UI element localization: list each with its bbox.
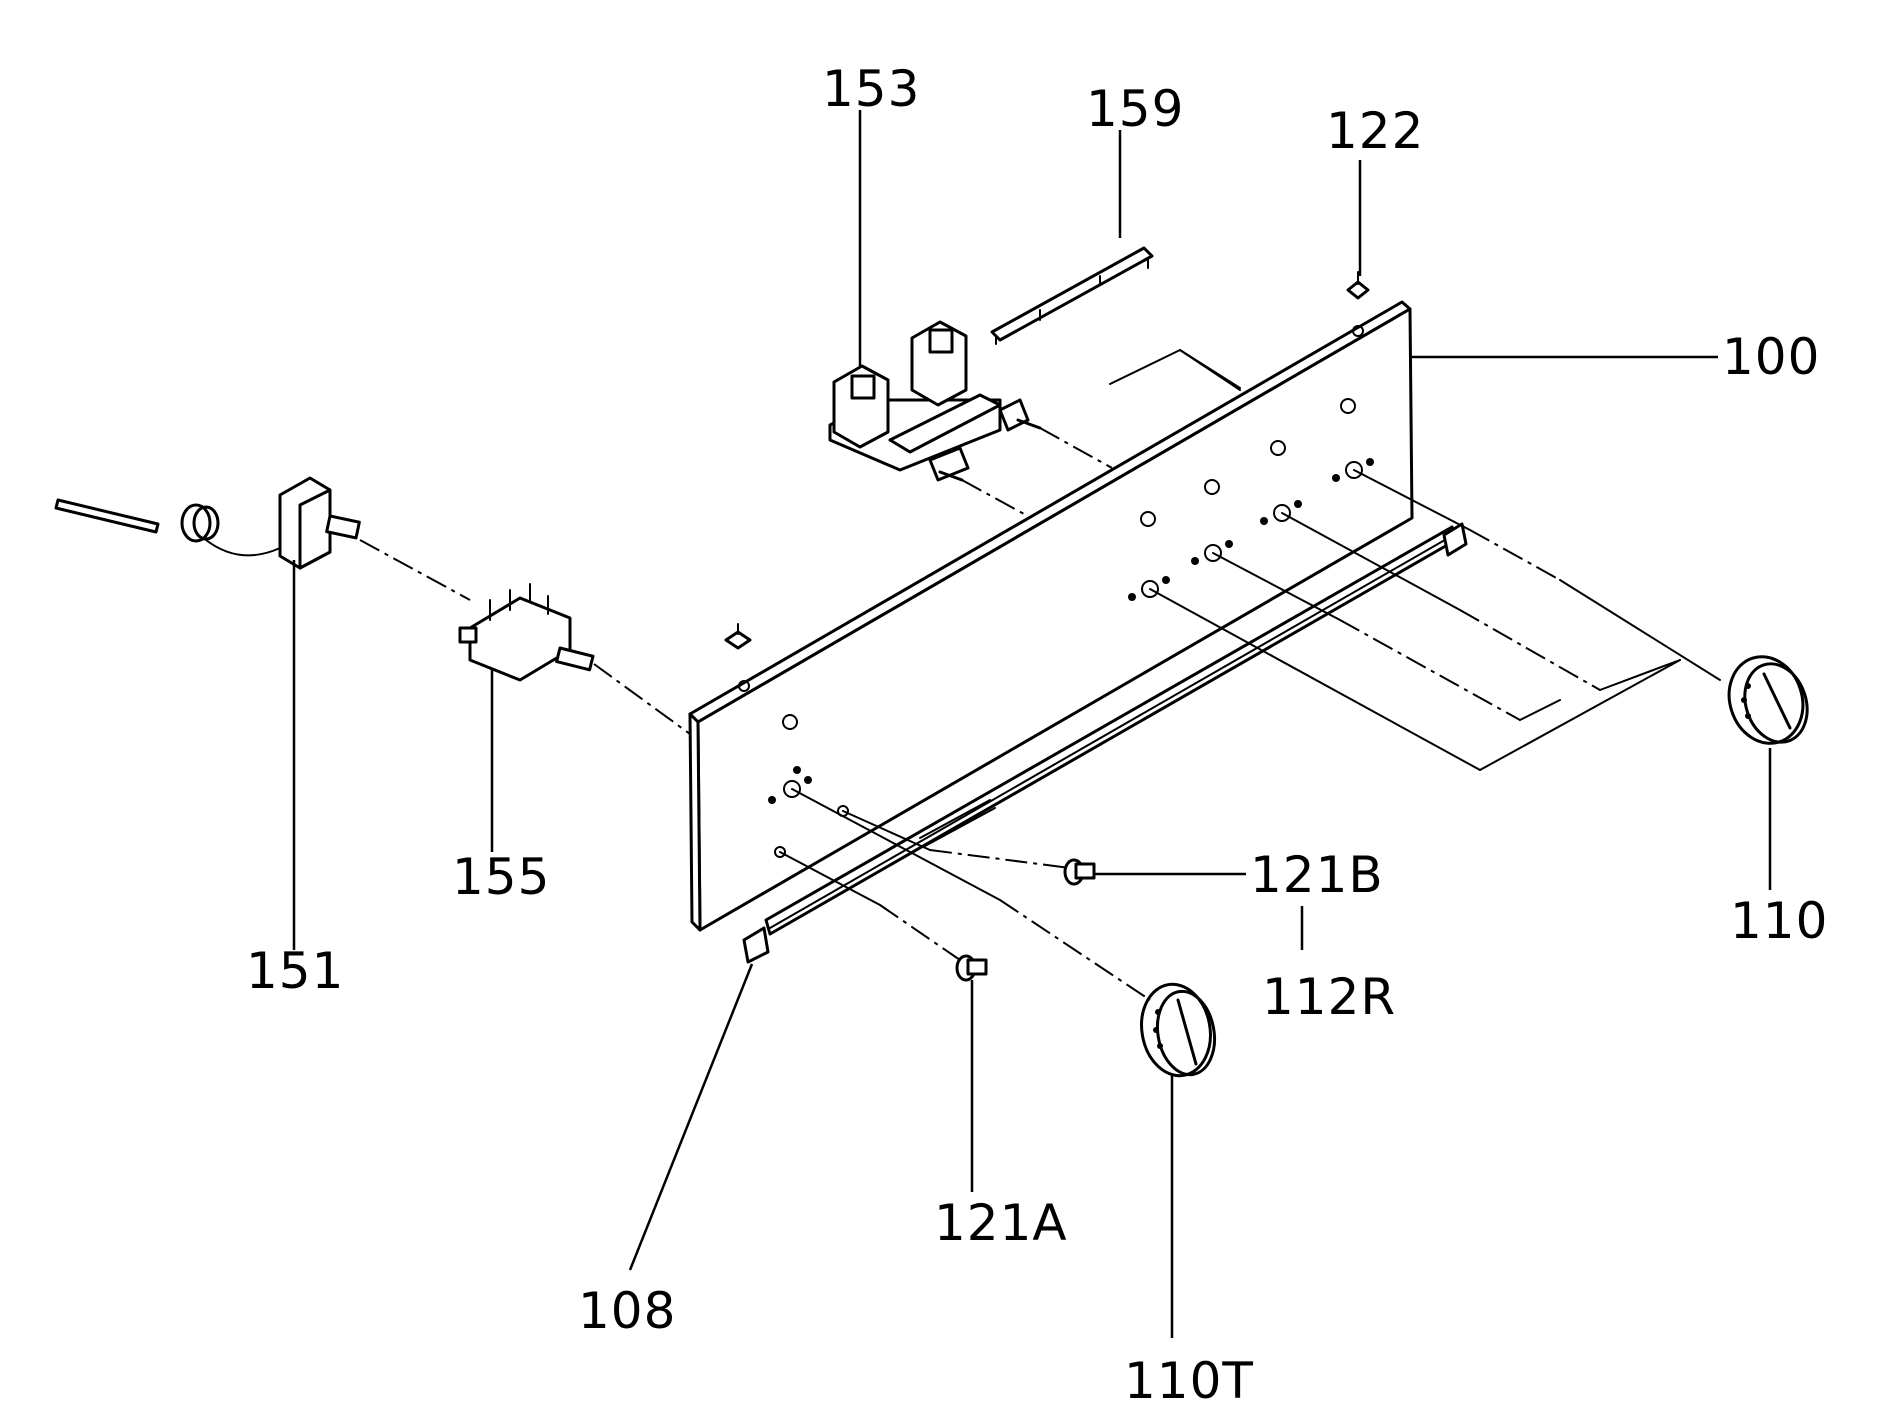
label-121A: 121A bbox=[934, 1194, 1068, 1252]
label-100: 100 bbox=[1722, 328, 1820, 386]
bracket-159 bbox=[990, 246, 1154, 345]
label-112R: 112R bbox=[1262, 968, 1396, 1026]
clip-left bbox=[724, 623, 752, 650]
gas-valve-assembly bbox=[828, 320, 1042, 482]
label-122: 122 bbox=[1326, 102, 1424, 160]
label-108: 108 bbox=[578, 1282, 676, 1340]
selector-switch bbox=[458, 583, 595, 682]
label-110T: 110T bbox=[1124, 1352, 1254, 1410]
button-121A bbox=[955, 954, 988, 982]
knob-110 bbox=[1727, 655, 1809, 745]
button-121B bbox=[1063, 858, 1096, 886]
alignment-lines bbox=[359, 348, 1721, 1001]
mounting-rail bbox=[742, 522, 1468, 964]
label-121B: 121B bbox=[1250, 846, 1384, 904]
knob-110T bbox=[1140, 982, 1217, 1078]
label-159: 159 bbox=[1086, 80, 1184, 138]
label-110: 110 bbox=[1730, 892, 1828, 950]
control-panel bbox=[688, 300, 1414, 932]
thermostat bbox=[54, 476, 361, 570]
leader-lines bbox=[292, 110, 1772, 1338]
part-labels: 153 159 122 100 151 155 121B 112R 110 12… bbox=[246, 60, 1828, 1410]
label-151: 151 bbox=[246, 942, 344, 1000]
label-155: 155 bbox=[452, 848, 550, 906]
label-153: 153 bbox=[822, 60, 920, 118]
clip-122 bbox=[1346, 271, 1370, 300]
